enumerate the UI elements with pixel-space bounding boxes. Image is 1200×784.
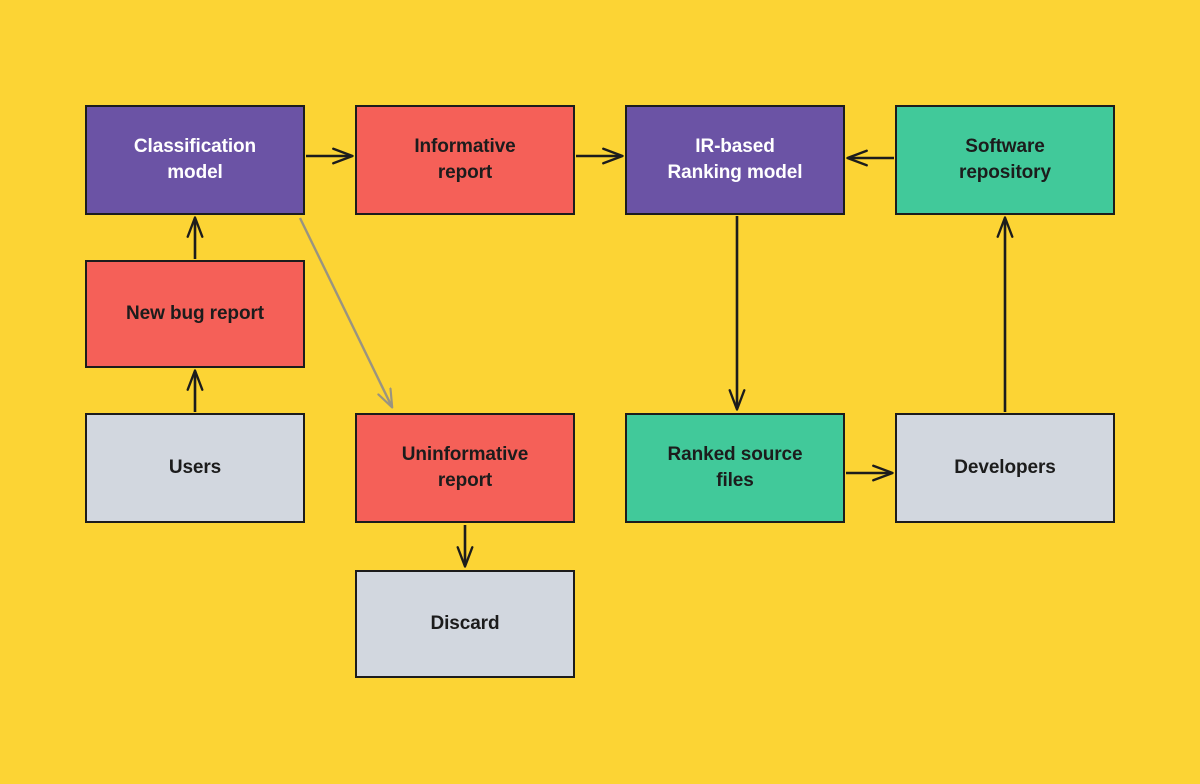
node-label: Software repository [959, 136, 1051, 183]
node-label: Users [168, 457, 222, 479]
node-informative-report[interactable]: Informative report [355, 105, 575, 215]
node-label: Classification model [133, 136, 257, 183]
node-label: New bug report [126, 303, 264, 325]
node-classification-model[interactable]: Classification model [85, 105, 305, 215]
node-ranked-source-files[interactable]: Ranked source files [625, 413, 845, 523]
edge-classification-model-to-uninformative-report [298, 217, 392, 407]
node-ir-based-ranking-model[interactable]: IR-based Ranking model [625, 105, 845, 215]
node-discard[interactable]: Discard [355, 570, 575, 678]
node-developers[interactable]: Developers [895, 413, 1115, 523]
node-label: Informative report [414, 136, 516, 183]
node-software-repository[interactable]: Software repository [895, 105, 1115, 215]
node-label: Developers [954, 457, 1056, 479]
node-uninformative-report[interactable]: Uninformative report [355, 413, 575, 523]
node-new-bug-report[interactable]: New bug report [85, 260, 305, 368]
node-label: Discard [430, 613, 500, 635]
node-label: Uninformative report [401, 444, 529, 491]
node-label: IR-based Ranking model [667, 136, 803, 183]
node-users[interactable]: Users [85, 413, 305, 523]
node-label: Ranked source files [667, 444, 803, 491]
